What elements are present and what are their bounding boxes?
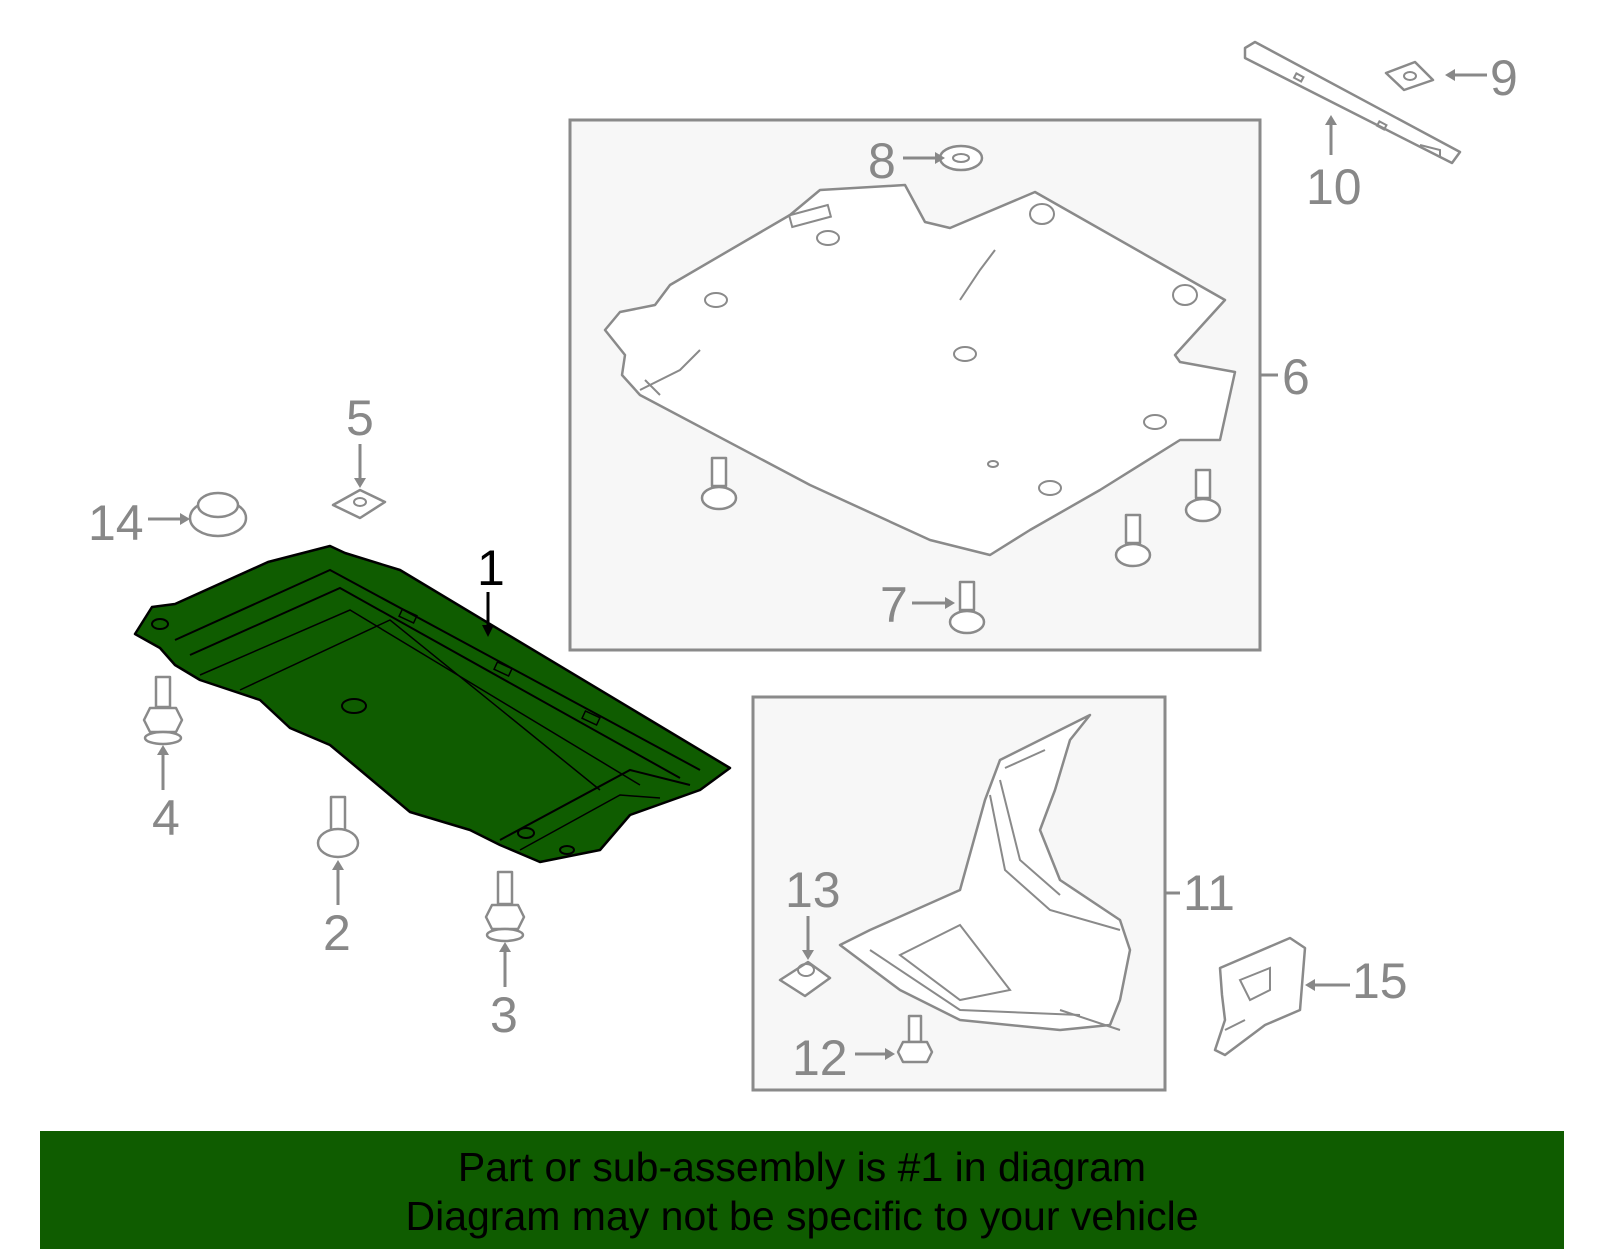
part-13-clip[interactable]: [778, 960, 832, 998]
part-10-bracket[interactable]: [1243, 40, 1462, 165]
part-11-fender-liner[interactable]: [838, 713, 1132, 1032]
callout-12: 12: [792, 1030, 848, 1086]
bolt-icon: [700, 456, 738, 511]
part-8-grommet[interactable]: [938, 144, 984, 172]
part-4-bolt[interactable]: [142, 675, 184, 746]
banner-line-2: Diagram may not be specific to your vehi…: [405, 1193, 1199, 1239]
callout-9: 9: [1490, 50, 1518, 106]
callout-11: 11: [1183, 865, 1235, 921]
banner-line-1: Part or sub-assembly is #1 in diagram: [457, 1144, 1147, 1190]
callout-6: 6: [1282, 349, 1310, 405]
callout-2: 2: [323, 905, 351, 961]
part-5-clip[interactable]: [331, 488, 387, 520]
callout-5: 5: [346, 390, 374, 446]
part-15-bracket[interactable]: [1213, 936, 1307, 1057]
callout-7: 7: [880, 577, 908, 633]
callout-4: 4: [152, 790, 180, 846]
callout-1: 1: [477, 540, 505, 596]
callout-10: 10: [1306, 159, 1362, 215]
part-6-group-box: 8 7: [568, 118, 1262, 652]
part-2-bolt[interactable]: [316, 795, 360, 859]
part-11-group-box: 12 13: [751, 695, 1167, 1092]
callout-3: 3: [490, 987, 518, 1043]
callout-14: 14: [88, 495, 144, 551]
part-1-under-cover[interactable]: [133, 544, 732, 864]
part-9-clip[interactable]: [1384, 60, 1435, 92]
part-12-bolt[interactable]: [896, 1014, 934, 1064]
callout-13: 13: [785, 862, 841, 918]
info-banner: Part or sub-assembly is #1 in diagram Di…: [40, 1131, 1564, 1249]
part-14-grommet[interactable]: [188, 491, 248, 538]
bolt-icon: [1184, 468, 1222, 523]
part-6-splash-shield[interactable]: [603, 183, 1237, 557]
callout-8: 8: [868, 133, 896, 189]
callout-15: 15: [1352, 953, 1408, 1009]
part-7-bolt[interactable]: [700, 456, 1222, 635]
part-3-bolt[interactable]: [484, 870, 526, 943]
bolt-icon: [1114, 513, 1152, 568]
bolt-icon: [948, 580, 986, 635]
